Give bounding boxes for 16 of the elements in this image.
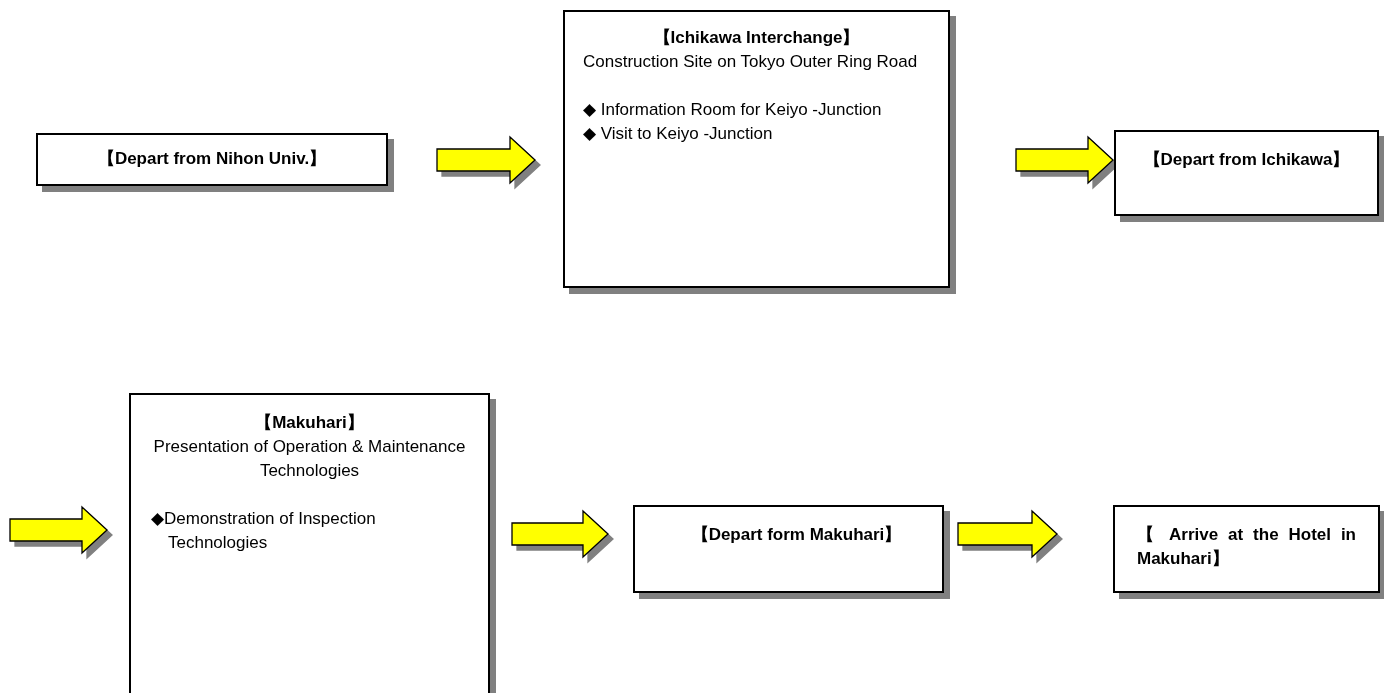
stop-title: 【Ichikawa Interchange】	[652, 27, 861, 49]
block-arrow	[1015, 135, 1114, 185]
description-text: ◆ Visit to Keiyo -Junction	[583, 123, 774, 145]
stop-title: 【Makuhari】	[254, 412, 365, 434]
block-arrow	[511, 509, 609, 559]
stop-title: 【 Arrive at the Hotel in Makuhari】	[1137, 524, 1356, 570]
block-arrow	[957, 509, 1058, 559]
stop-title: 【Depart from Nihon Univ.】	[96, 148, 328, 170]
description-text: ◆Demonstration of Inspection Technologies	[151, 508, 377, 554]
stop-title: 【Depart from Ichikawa】	[1142, 149, 1351, 171]
stop-title: 【Depart form Makuhari】	[691, 524, 902, 546]
description-text: Presentation of Operation & Maintenance Technologies	[152, 436, 467, 482]
block-arrow	[9, 505, 108, 555]
block-arrow	[436, 135, 536, 185]
description-text: ◆ Information Room for Keiyo -Junction	[583, 99, 883, 121]
description-text: Construction Site on Tokyo Outer Ring Road	[583, 51, 919, 73]
